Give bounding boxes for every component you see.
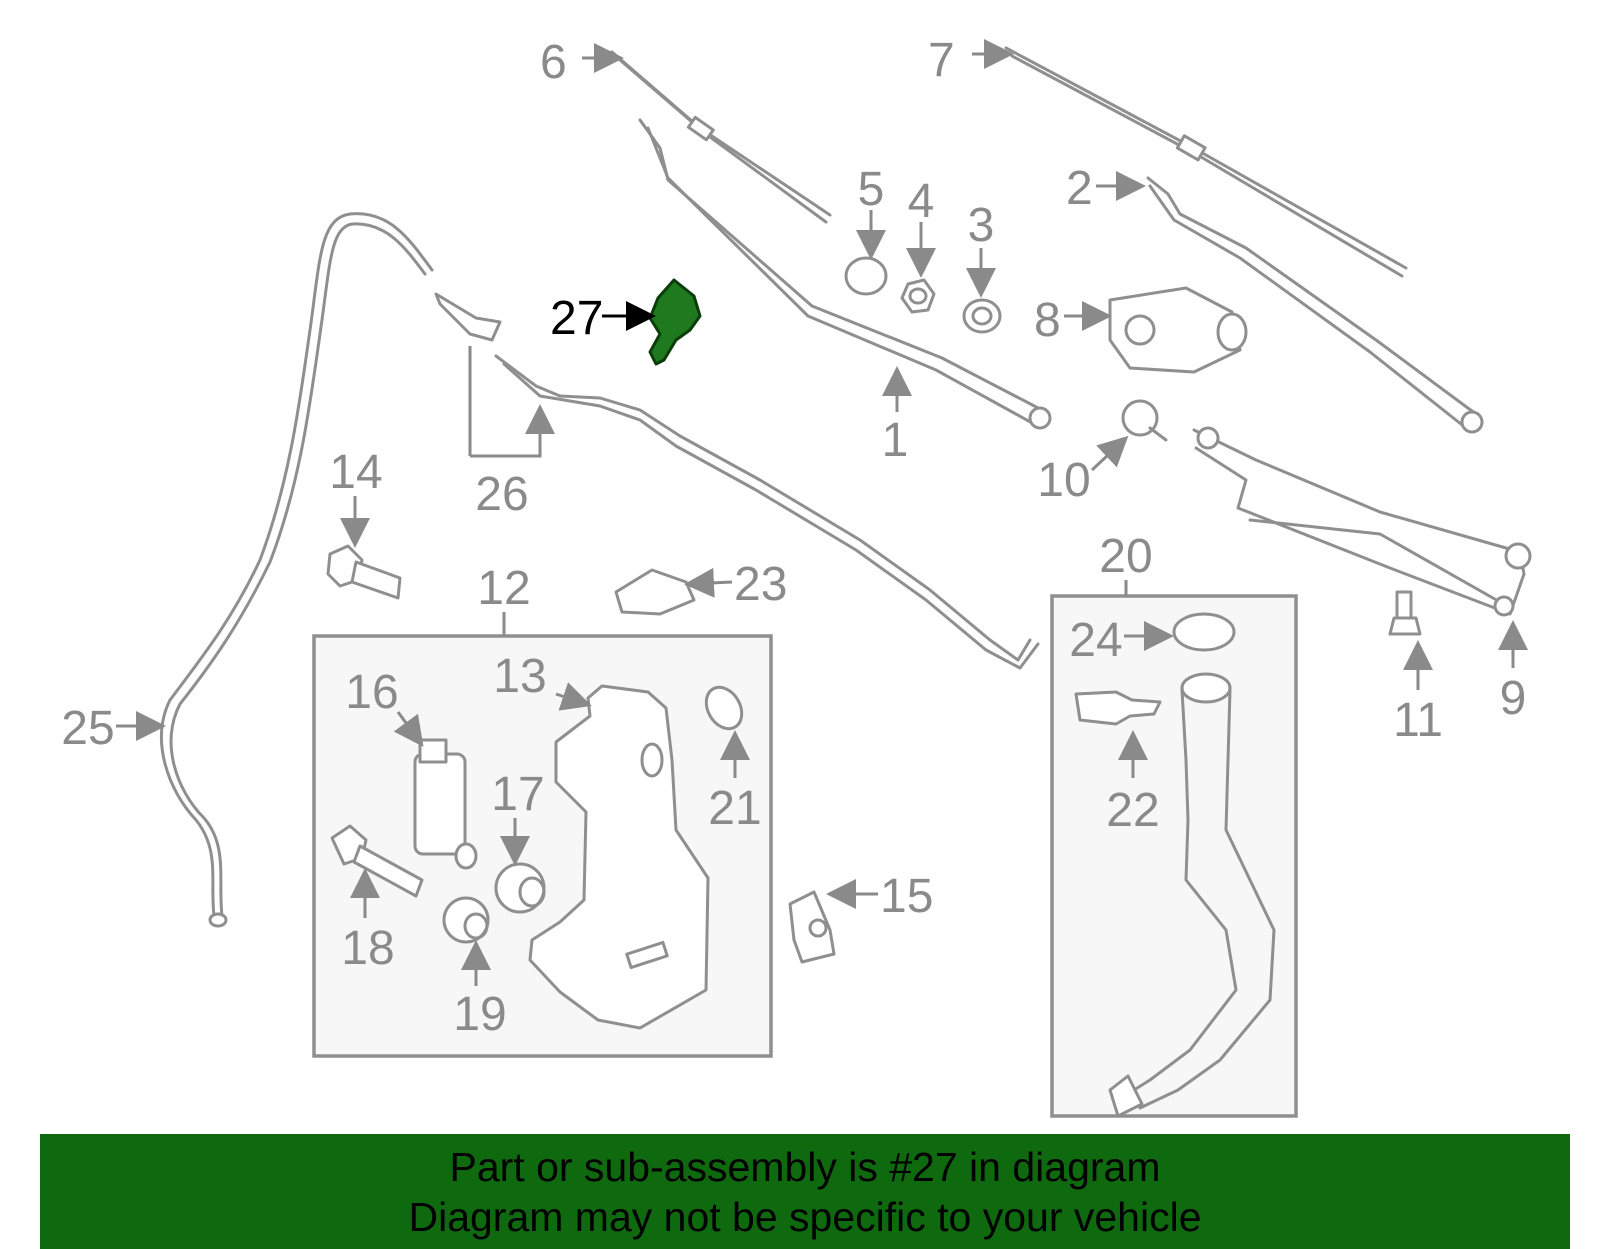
callout-23: 23 bbox=[734, 558, 787, 611]
callout-17: 17 bbox=[491, 768, 544, 821]
callout-18: 18 bbox=[341, 922, 394, 975]
arrow-23 bbox=[684, 567, 733, 598]
nut-part-4 bbox=[900, 278, 936, 314]
callout-20: 20 bbox=[1099, 530, 1152, 583]
callout-15: 15 bbox=[880, 870, 933, 923]
bolt-part-10 bbox=[1121, 399, 1168, 442]
callout-27: 27 bbox=[550, 292, 603, 345]
callout-1: 1 bbox=[882, 414, 909, 467]
level-sensor bbox=[330, 824, 424, 898]
bracket-part-23 bbox=[614, 568, 696, 616]
highlighted-part-27[interactable] bbox=[648, 278, 702, 366]
filler-neck-assembly-box bbox=[1050, 594, 1298, 1118]
cap-part-5 bbox=[844, 256, 888, 296]
wiper-blade-left bbox=[610, 50, 832, 224]
callout-7: 7 bbox=[928, 34, 955, 87]
callout-14: 14 bbox=[329, 446, 382, 499]
filler-neck bbox=[1108, 672, 1276, 1118]
wiper-blade-right bbox=[1004, 46, 1408, 278]
arrow-13 bbox=[555, 682, 592, 711]
wiper-arm-right bbox=[1146, 176, 1484, 434]
clip-part-22 bbox=[1074, 690, 1162, 726]
grommet-part-17 bbox=[494, 862, 546, 914]
callout-3: 3 bbox=[968, 199, 995, 252]
callout-4: 4 bbox=[908, 175, 935, 228]
info-banner: Part or sub-assembly is #27 in diagram D… bbox=[40, 1134, 1570, 1249]
callout-26: 26 bbox=[475, 468, 528, 521]
arrow-10 bbox=[1090, 435, 1129, 472]
seal-part-21 bbox=[704, 685, 744, 731]
wiper-motor bbox=[1108, 286, 1248, 374]
washer-hose-long bbox=[160, 212, 434, 928]
callout-24: 24 bbox=[1069, 614, 1122, 667]
callout-22: 22 bbox=[1106, 784, 1159, 837]
callout-19: 19 bbox=[453, 988, 506, 1041]
wiper-arm-left bbox=[638, 118, 1052, 430]
callout-25: 25 bbox=[61, 702, 114, 755]
wiper-linkage bbox=[1192, 426, 1532, 617]
bolt-part-11 bbox=[1388, 590, 1422, 636]
banner-line-2: Diagram may not be specific to your vehi… bbox=[408, 1194, 1202, 1240]
washer-part-3 bbox=[962, 298, 1002, 334]
banner-line-1: Part or sub-assembly is #27 in diagram bbox=[449, 1144, 1161, 1190]
callout-16: 16 bbox=[345, 666, 398, 719]
callout-21: 21 bbox=[708, 782, 761, 835]
callout-9: 9 bbox=[1500, 672, 1527, 725]
bracket-part-15 bbox=[788, 890, 836, 964]
callout-12: 12 bbox=[477, 562, 530, 615]
washer-reservoir bbox=[528, 684, 710, 1030]
filler-cap bbox=[1172, 612, 1236, 652]
callout-6: 6 bbox=[540, 36, 567, 89]
bolt-part-14 bbox=[326, 544, 402, 600]
washer-pump bbox=[413, 738, 478, 870]
callout-2: 2 bbox=[1066, 162, 1093, 215]
callout-10: 10 bbox=[1037, 454, 1090, 507]
grommet-part-19 bbox=[442, 896, 490, 944]
callout-8: 8 bbox=[1034, 294, 1061, 347]
callout-5: 5 bbox=[858, 163, 885, 216]
arrow-16 bbox=[393, 711, 424, 747]
callout-13: 13 bbox=[493, 650, 546, 703]
arrow-26 bbox=[468, 346, 540, 458]
callout-11: 11 bbox=[1393, 694, 1443, 747]
